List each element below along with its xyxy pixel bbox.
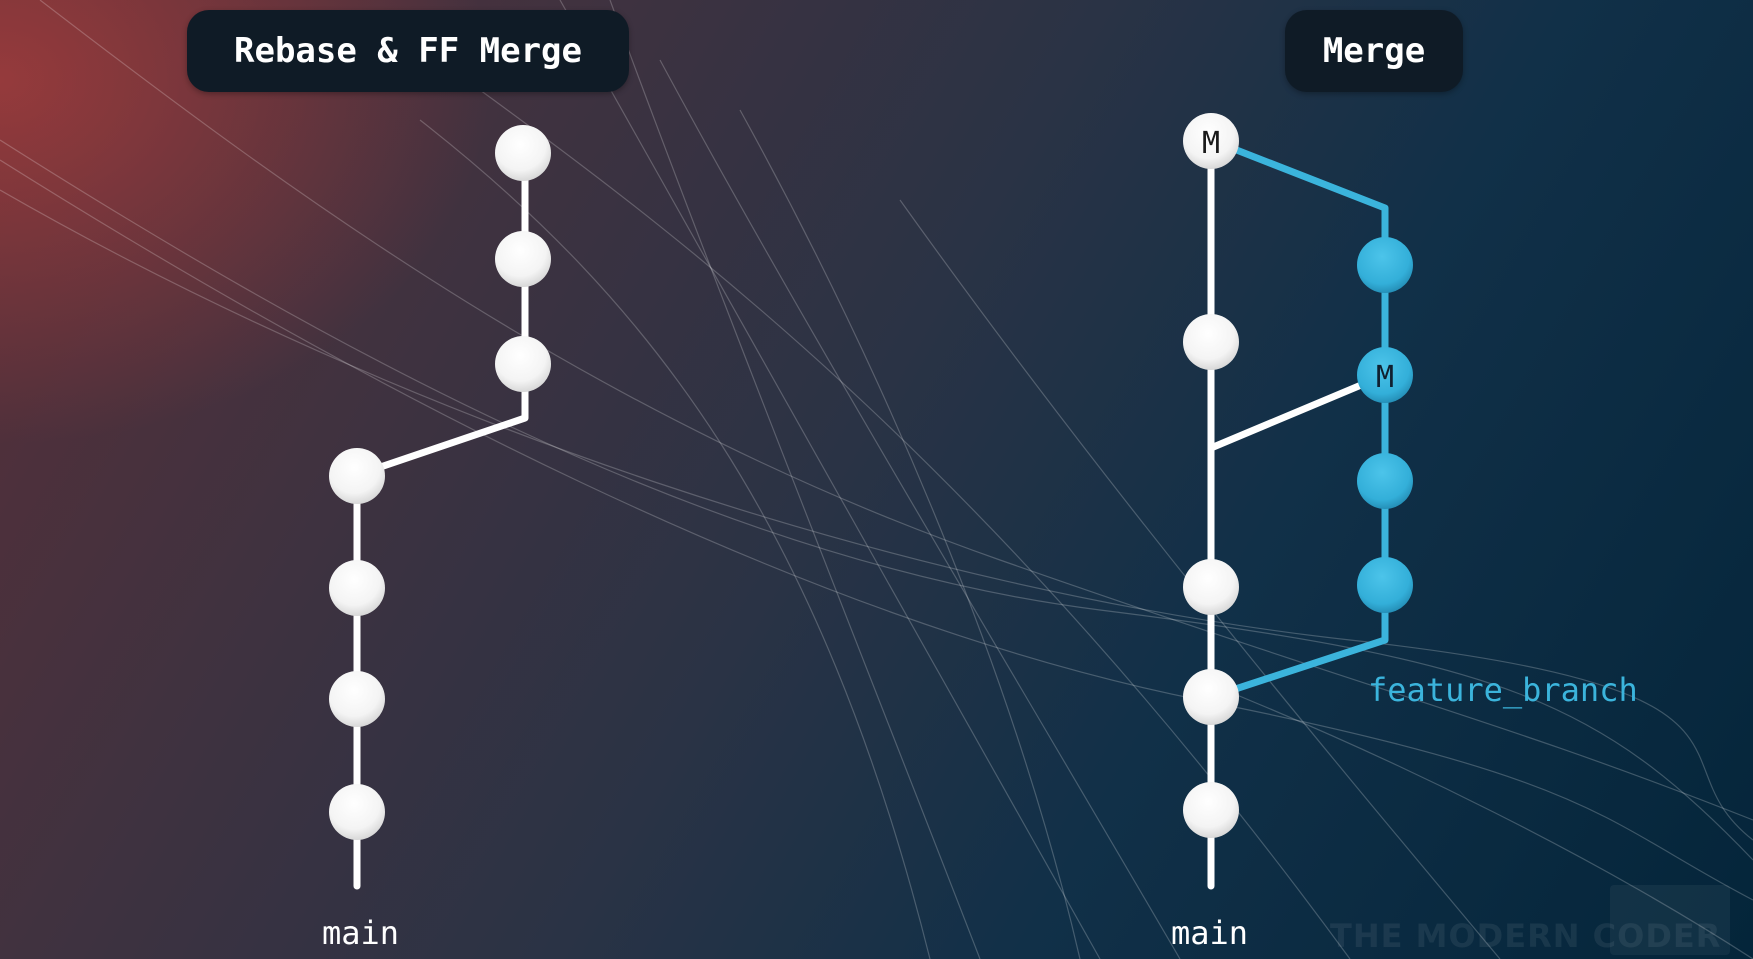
feature-merge-commit-node bbox=[1357, 347, 1413, 403]
main-branch-edges bbox=[1207, 136, 1389, 890]
feature-merge-commit-label: M bbox=[1376, 360, 1394, 395]
rebase-graph bbox=[329, 125, 551, 890]
rebase-nodes bbox=[329, 125, 551, 840]
watermark-badge bbox=[1610, 885, 1730, 955]
main-commit-node bbox=[1183, 782, 1239, 838]
merge-graph: M M bbox=[1183, 113, 1413, 890]
rebase-commit-node bbox=[495, 336, 551, 392]
rebase-commit-node bbox=[329, 560, 385, 616]
main-commit-node bbox=[1183, 314, 1239, 370]
rebase-commit-node bbox=[329, 448, 385, 504]
channel-watermark: THE MODERN CODER bbox=[1330, 917, 1722, 955]
rebase-commit-node bbox=[329, 671, 385, 727]
rebase-commit-node bbox=[495, 231, 551, 287]
feature-branch-edges bbox=[1207, 136, 1389, 701]
feature-branch-line bbox=[1207, 136, 1389, 701]
rebase-panel-title: Rebase & FF Merge bbox=[187, 10, 629, 92]
rebase-commit-node bbox=[329, 784, 385, 840]
feature-commit-node bbox=[1357, 557, 1413, 613]
feature-nodes bbox=[1357, 237, 1413, 613]
main-commit-node bbox=[1183, 559, 1239, 615]
merge-commit-node bbox=[1183, 113, 1239, 169]
rebase-main-branch-label: main bbox=[322, 914, 400, 952]
feature-commit-node bbox=[1357, 453, 1413, 509]
merge-main-nodes bbox=[1183, 113, 1239, 838]
main-commit-node bbox=[1183, 669, 1239, 725]
rebase-commit-node bbox=[495, 125, 551, 181]
merge-panel-title: Merge bbox=[1285, 10, 1463, 92]
merge-main-branch-label: main bbox=[1171, 914, 1249, 952]
merge-commit-label: M bbox=[1202, 126, 1220, 161]
rebase-branch-connector bbox=[353, 146, 529, 479]
feature-branch-label: feature_branch bbox=[1368, 671, 1638, 709]
main-into-feature-connector bbox=[1207, 371, 1389, 452]
feature-commit-node bbox=[1357, 237, 1413, 293]
